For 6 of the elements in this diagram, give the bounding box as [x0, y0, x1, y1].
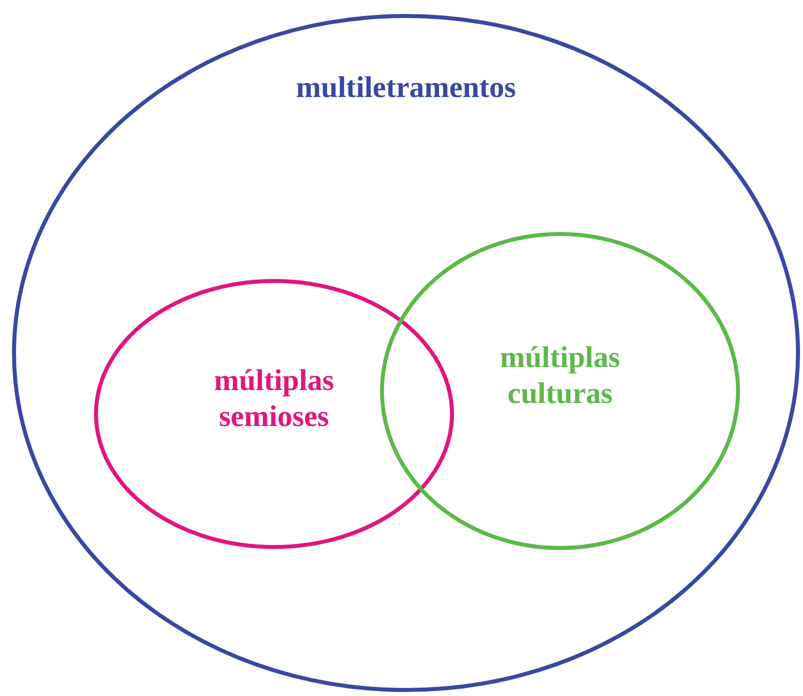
- set-ellipse: [380, 232, 740, 550]
- set-label: múltiplas semioses: [212, 363, 336, 435]
- set-label: múltiplas culturas: [498, 340, 622, 412]
- set-ellipse: [94, 279, 454, 549]
- set-ellipse: [12, 14, 800, 692]
- set-label: multiletramentos: [296, 70, 516, 106]
